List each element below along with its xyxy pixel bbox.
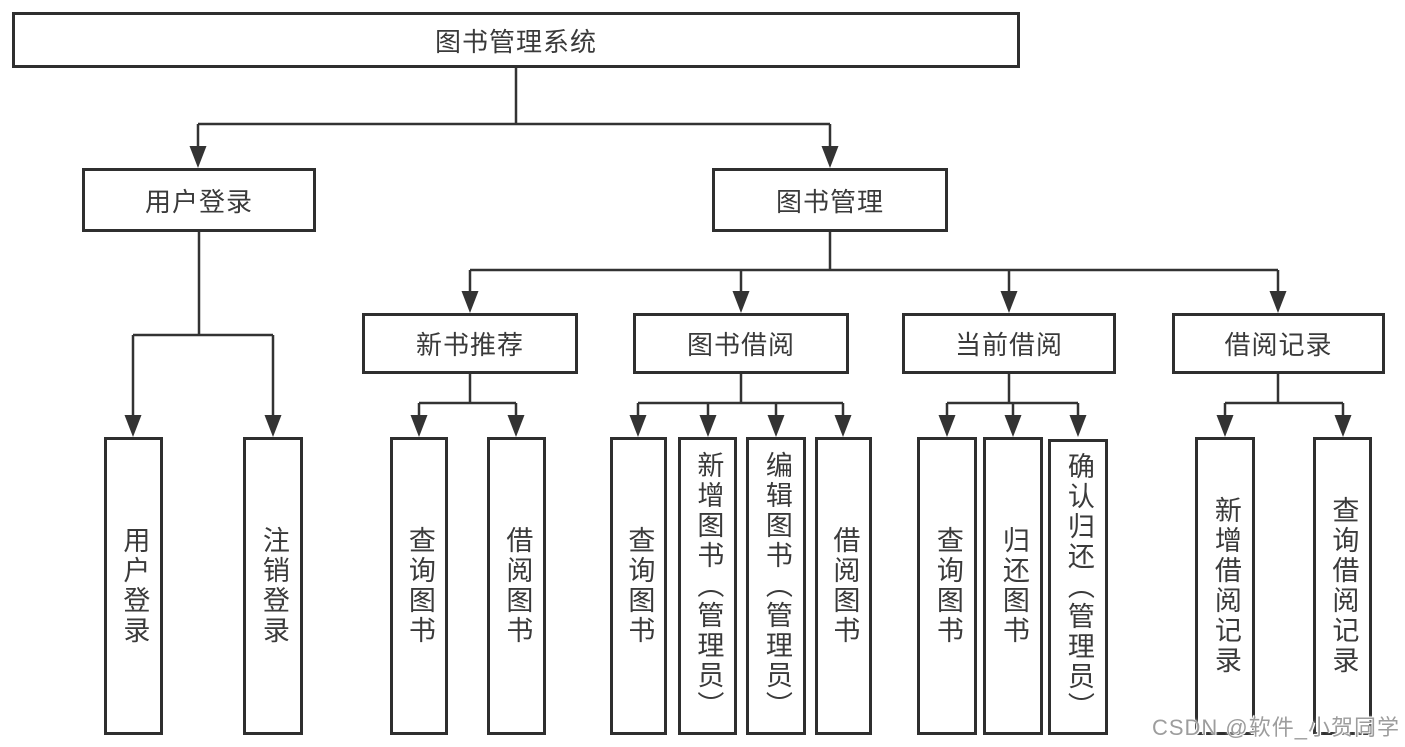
- node-borrow-records: 借阅记录: [1172, 313, 1385, 374]
- arrow-current-borrow: [1000, 291, 1018, 313]
- node-book-borrow: 图书借阅: [633, 313, 849, 374]
- leaf-borrow-borrow-books: 借阅图书: [815, 437, 872, 735]
- edge-userlogin-children: [131, 232, 275, 415]
- leaf-recommend-query-books: 查询图书: [390, 437, 448, 735]
- edge-recommend-children: [417, 374, 518, 415]
- arrow-borrow-edit: [767, 415, 785, 437]
- arrow-user-login: [189, 146, 207, 168]
- arrow-recommend-borrow: [507, 415, 525, 437]
- leaf-borrow-query-books: 查询图书: [610, 437, 667, 735]
- arrow-borrow-records: [1269, 291, 1287, 313]
- node-user-login: 用户登录: [82, 168, 316, 232]
- arrow-new-book-recommend: [461, 291, 479, 313]
- arrow-current-return: [1004, 415, 1022, 437]
- leaf-logout: 注销登录: [243, 437, 303, 735]
- leaf-add-books-admin: 新增图书（管理员）: [678, 437, 737, 735]
- arrow-current-confirm: [1069, 415, 1087, 437]
- leaf-user-login: 用户登录: [104, 437, 163, 735]
- arrow-leaf-logout: [264, 415, 282, 437]
- leaf-add-borrow-record: 新增借阅记录: [1195, 437, 1255, 735]
- arrow-borrow-query: [629, 415, 647, 437]
- node-current-borrow: 当前借阅: [902, 313, 1116, 374]
- arrow-records-query: [1334, 415, 1352, 437]
- edge-records-children: [1223, 374, 1345, 415]
- leaf-confirm-return-admin: 确认归还（管理员）: [1048, 439, 1108, 735]
- node-book-management: 图书管理: [712, 168, 948, 232]
- csdn-watermark: CSDN @软件_小贺同学: [1151, 715, 1400, 740]
- leaf-return-books: 归还图书: [983, 437, 1043, 735]
- edge-bookmgmt-children: [468, 232, 1280, 291]
- arrow-borrow-borrow: [834, 415, 852, 437]
- node-root-system: 图书管理系统: [12, 12, 1020, 68]
- leaf-recommend-borrow-books: 借阅图书: [487, 437, 546, 735]
- node-new-book-recommend: 新书推荐: [362, 313, 578, 374]
- arrow-book-borrow: [732, 291, 750, 313]
- arrow-recommend-query: [410, 415, 428, 437]
- leaf-current-query-books: 查询图书: [917, 437, 977, 735]
- edge-root-to-level2: [196, 68, 832, 148]
- edge-borrow-children: [636, 374, 845, 415]
- arrow-book-management: [821, 146, 839, 168]
- arrow-borrow-add: [699, 415, 717, 437]
- arrow-records-add: [1216, 415, 1234, 437]
- leaf-edit-books-admin: 编辑图书（管理员）: [746, 437, 806, 735]
- arrow-current-query: [938, 415, 956, 437]
- arrow-leaf-user-login: [124, 415, 142, 437]
- leaf-query-borrow-record: 查询借阅记录: [1313, 437, 1372, 735]
- edge-current-children: [945, 374, 1080, 415]
